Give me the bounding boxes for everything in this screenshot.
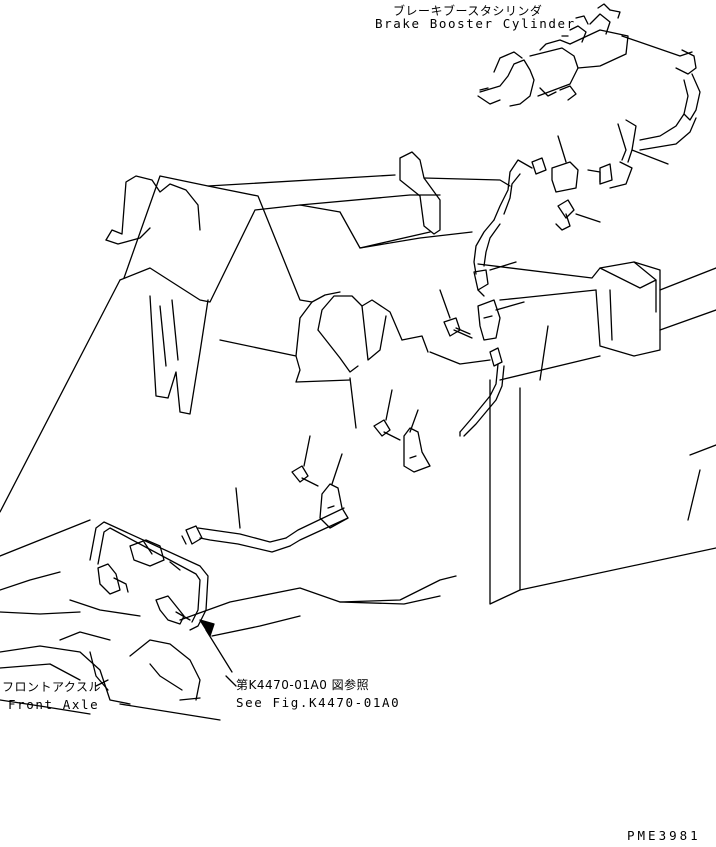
brake-lines xyxy=(89,35,697,687)
front-axle-label-en: Front Axle xyxy=(8,697,100,712)
brake-booster-label-jp: ブレーキブースタシリンダ xyxy=(393,4,543,18)
see-figure-label-en: See Fig.K4470-01A0 xyxy=(236,695,401,710)
see-figure-label-jp: 第K4470-01A0 図参照 xyxy=(236,678,370,692)
front-axle-label-jp: フロントアクスル xyxy=(2,680,102,694)
brake-booster-cylinder xyxy=(477,3,701,121)
brake-booster-label-en: Brake Booster Cylinder xyxy=(375,16,576,31)
chassis-frame xyxy=(0,151,716,721)
drawing-code: PME3981 xyxy=(627,828,701,843)
